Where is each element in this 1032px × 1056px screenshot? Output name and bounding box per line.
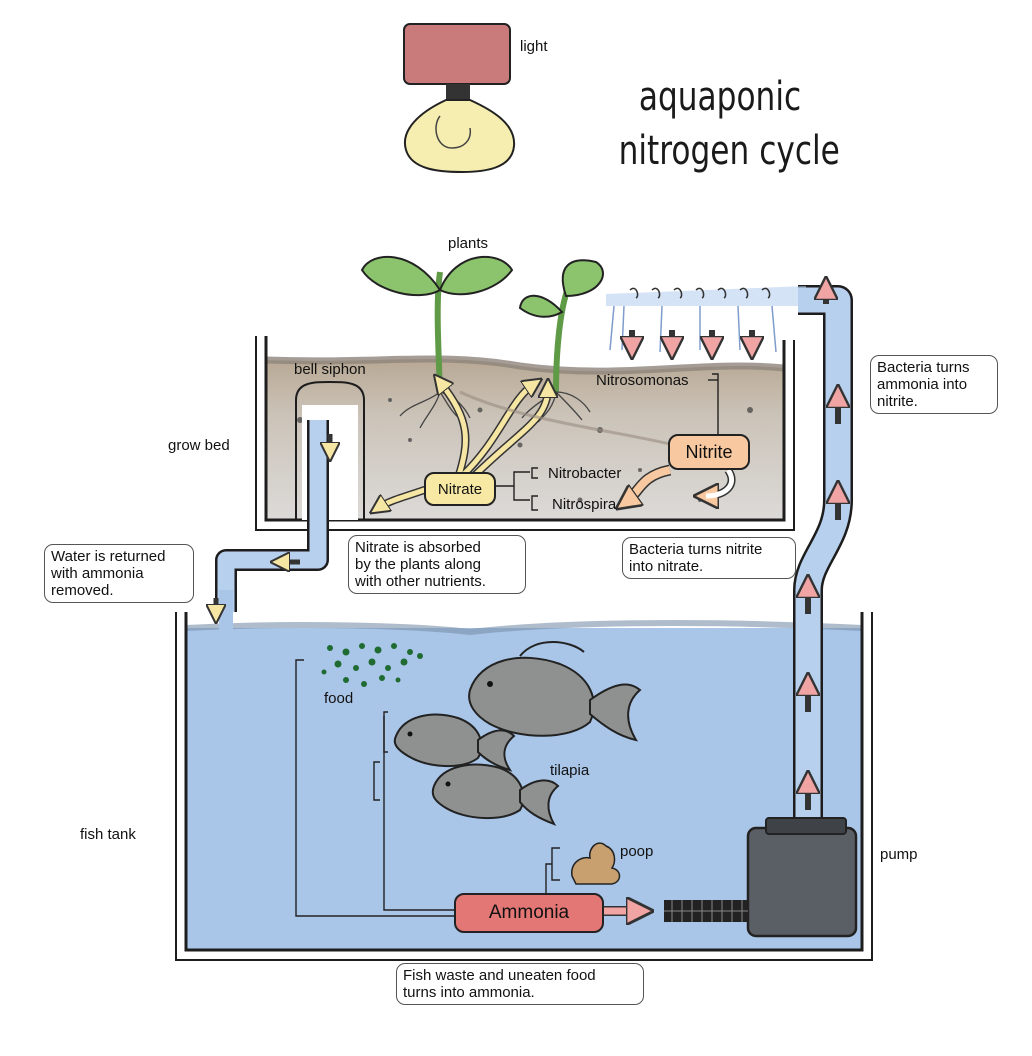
note-ammonia-to-nitrite: Bacteria turns ammonia into nitrite. [870,355,998,414]
note-nitrite-to-nitrate: Bacteria turns nitrite into nitrate. [622,537,796,579]
label-nitrobacter: Nitrobacter [548,465,622,482]
label-grow-bed: grow bed [168,437,230,454]
note-line: ammonia into [877,376,968,393]
nitrite-label: Nitrite [685,441,733,462]
pump-pipe [606,286,853,820]
nitrate-label: Nitrate [437,480,483,498]
note-water-returned: Water is returned with ammonia removed. [44,544,194,603]
plants-illustration [360,256,604,429]
label-bell-siphon: bell siphon [294,361,366,378]
note-line: removed. [51,582,114,599]
title-line-2: nitrogen cycle [618,128,840,174]
note-line: Fish waste and uneaten food [403,967,596,984]
nitrite-node: Nitrite [668,434,750,470]
bell-siphon [216,380,365,632]
pump [604,817,858,938]
label-plants: plants [448,235,489,252]
note-line: by the plants along [355,556,481,573]
label-tilapia: tilapia [550,762,590,779]
fish-middle [393,713,516,772]
note-line: Nitrate is absorbed [355,539,481,556]
note-line: Bacteria turns [877,359,970,376]
label-fish-tank: fish tank [80,826,136,843]
note-waste-to-ammonia: Fish waste and uneaten food turns into a… [396,963,644,1005]
food-pellets [321,643,423,687]
label-nitrosomonas: Nitrosomonas [596,372,689,389]
poop-illustration [571,842,621,885]
note-line: Bacteria turns nitrite [629,541,763,558]
diagram-title: aquaponic nitrogen cycle [618,70,840,178]
fish-lower [431,763,560,826]
light-fixture [403,23,516,174]
note-line: nitrite. [877,393,918,410]
note-line: into nitrate. [629,558,704,575]
title-line-1: aquaponic [638,74,802,120]
note-line: Water is returned [51,548,166,565]
nitrate-node: Nitrate [424,472,496,506]
label-poop: poop [620,843,654,860]
ammonia-node: Ammonia [454,893,604,933]
label-pump: pump [880,846,918,863]
note-nitrate-absorbed: Nitrate is absorbed by the plants along … [348,535,526,594]
note-line: turns into ammonia. [403,984,535,1001]
label-light: light [520,38,548,55]
note-line: with ammonia [51,565,144,582]
ammonia-label: Ammonia [488,902,570,923]
fish-large [468,641,642,742]
note-line: with other nutrients. [355,573,486,590]
label-nitrospira: Nitrospira [552,496,617,513]
label-food: food [324,690,354,707]
